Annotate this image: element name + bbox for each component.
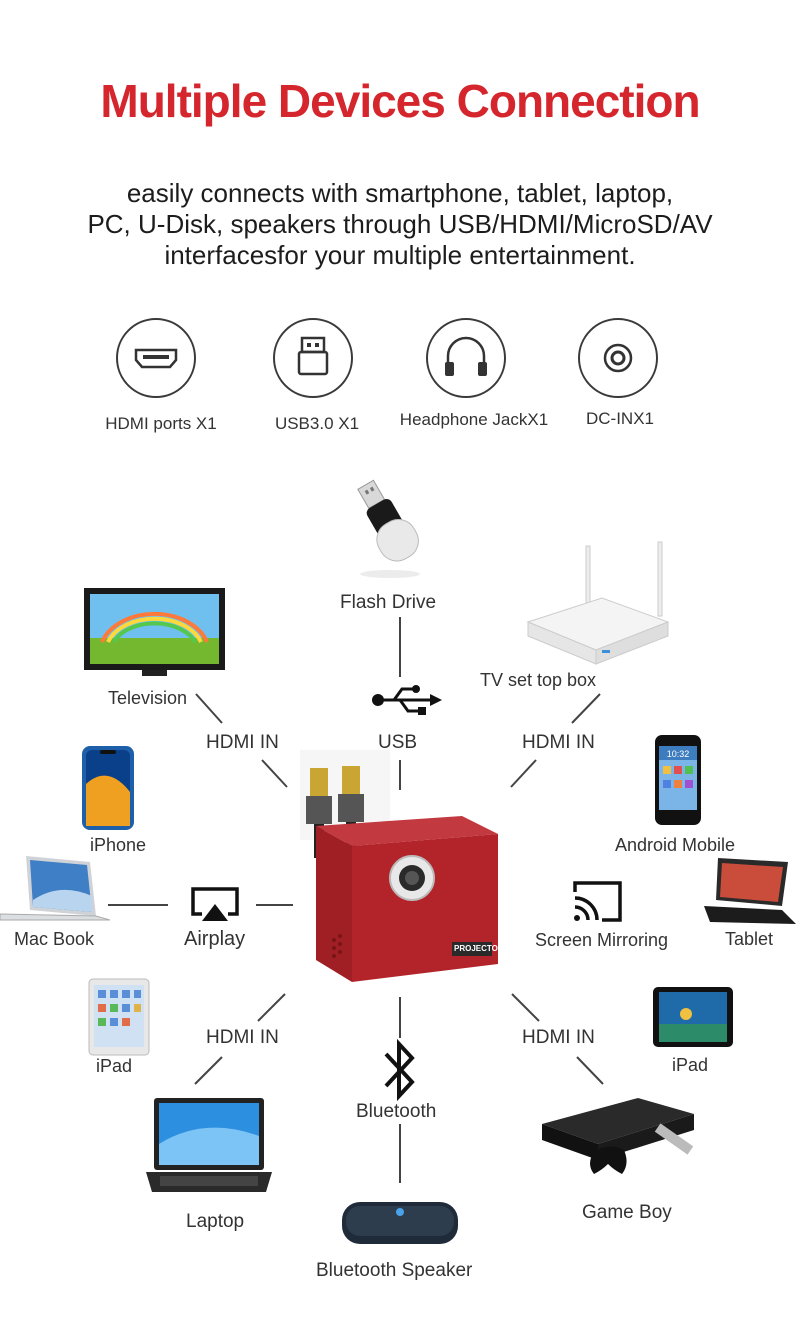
subtitle-line-3: interfacesfor your multiple entertainmen… xyxy=(164,240,636,270)
connection-airplay: Airplay xyxy=(184,928,246,950)
label-game-boy: Game Boy xyxy=(582,1202,672,1223)
label-ipad-left: iPad xyxy=(96,1056,133,1076)
subtitle: easily connects with smartphone, tablet,… xyxy=(40,178,760,271)
connection-usb: USB xyxy=(378,732,418,753)
bluetooth-speaker-image xyxy=(342,1202,458,1244)
port-label-dc-in: DC-INX1 xyxy=(585,409,654,428)
android-mobile-image: 10:32 xyxy=(655,735,701,825)
line-laptop-upper xyxy=(257,993,286,1022)
label-television: Television xyxy=(108,688,188,708)
laptop-image xyxy=(146,1098,272,1192)
game-console-image xyxy=(542,1098,694,1174)
connection-hdmi-top-right: HDMI IN xyxy=(522,732,595,753)
line-tv-lower xyxy=(261,759,288,788)
projector-image xyxy=(300,750,498,982)
usb-symbol-icon xyxy=(372,685,442,715)
iphone-image xyxy=(82,746,134,830)
label-android-mobile: Android Mobile xyxy=(615,835,736,855)
ipad-left-image xyxy=(88,978,150,1056)
connection-screen-mirroring: Screen Mirroring xyxy=(535,930,669,950)
page-title: Multiple Devices Connection xyxy=(100,75,700,127)
connection-hdmi-bottom-right: HDMI IN xyxy=(522,1027,595,1048)
label-ipad-right: iPad xyxy=(672,1055,709,1075)
label-flash-drive: Flash Drive xyxy=(340,592,437,613)
label-tablet: Tablet xyxy=(725,929,774,949)
airplay-icon xyxy=(191,887,239,921)
line-game-upper xyxy=(511,993,540,1022)
line-laptop-lower xyxy=(194,1056,223,1085)
hdmi-port-icon xyxy=(116,318,196,398)
television-image xyxy=(84,588,225,676)
line-box-upper xyxy=(571,693,601,724)
subtitle-line-1: easily connects with smartphone, tablet,… xyxy=(126,178,674,208)
line-box-lower xyxy=(510,759,537,788)
usb-port-icon xyxy=(273,318,353,398)
port-label-headphone: Headphone JackX1 xyxy=(399,410,549,429)
ipad-right-image xyxy=(653,987,733,1047)
tablet-image xyxy=(704,858,796,924)
projector-badge: PROJECTOR xyxy=(454,944,504,953)
connection-hdmi-bottom-left: HDMI IN xyxy=(206,1027,279,1048)
tv-box-image xyxy=(526,541,670,665)
svg-text:10:32: 10:32 xyxy=(667,749,690,759)
label-laptop: Laptop xyxy=(186,1211,245,1232)
label-tv-box: TV set top box xyxy=(480,670,597,690)
connection-bluetooth: Bluetooth xyxy=(356,1101,437,1122)
macbook-image xyxy=(0,856,110,921)
line-game-lower xyxy=(576,1056,604,1085)
label-macbook: Mac Book xyxy=(14,929,95,949)
port-label-usb: USB3.0 X1 xyxy=(274,414,360,433)
connection-hdmi-top-left: HDMI IN xyxy=(206,732,279,753)
label-iphone: iPhone xyxy=(90,835,147,855)
flash-drive-image xyxy=(357,479,420,578)
port-label-hdmi: HDMI ports X1 xyxy=(105,414,217,433)
headphone-icon xyxy=(426,318,506,398)
dc-in-icon xyxy=(578,318,658,398)
subtitle-line-2: PC, U-Disk, speakers through USB/HDMI/Mi… xyxy=(87,209,713,239)
line-tv-upper xyxy=(195,693,223,724)
label-bluetooth-speaker: Bluetooth Speaker xyxy=(316,1260,473,1281)
screen-mirroring-icon xyxy=(573,881,622,922)
bluetooth-icon xyxy=(384,1038,415,1102)
